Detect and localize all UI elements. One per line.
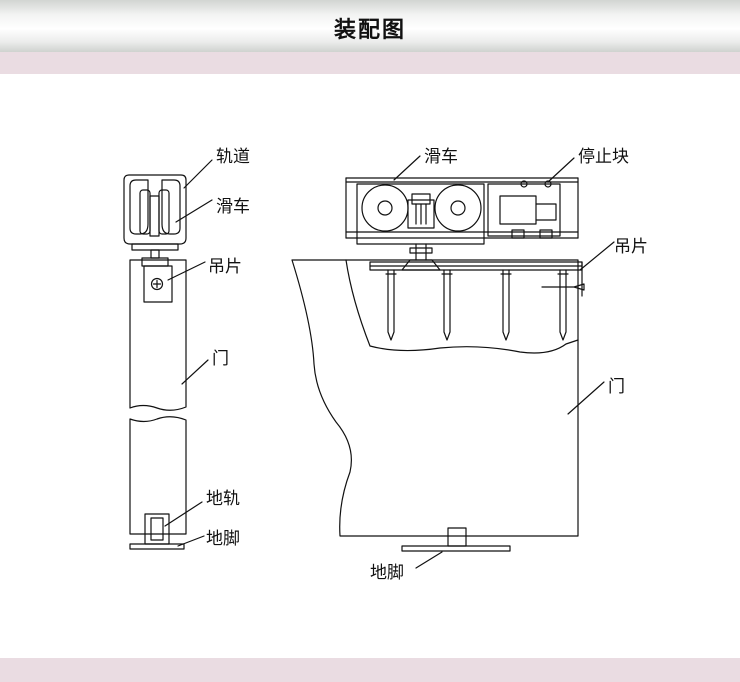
assembly-diagram: 轨道 滑车 吊片 门 地轨 地脚 (123, 147, 648, 583)
pulley-axle (149, 195, 160, 237)
floor-foot-post (447, 527, 467, 547)
door-break-line (345, 259, 579, 354)
label-door-left: 门 (212, 349, 229, 369)
pulley-center-block (407, 199, 435, 229)
track-profile (123, 174, 187, 245)
pulley-wheel-front-left (361, 184, 409, 232)
hanger-plate (143, 265, 173, 303)
floor-foot-plate (401, 545, 511, 552)
left-section-view: 轨道 滑车 吊片 门 地轨 地脚 (123, 147, 250, 550)
label-floor-foot-right: 地脚 (370, 563, 404, 583)
side-screw (541, 283, 585, 291)
label-hanger-left: 吊片 (208, 257, 242, 277)
pulley-carriage (356, 183, 485, 245)
floor-foot-base (129, 543, 185, 550)
label-track: 轨道 (216, 147, 250, 167)
bottom-band (0, 658, 740, 682)
hanger-bracket (141, 257, 169, 267)
hanger-screws (385, 269, 569, 341)
track-inner-profile-right (161, 179, 181, 235)
label-hanger-right: 吊片 (614, 237, 648, 257)
top-band (0, 52, 740, 74)
label-stop-block: 停止块 (578, 147, 629, 167)
stop-block (487, 183, 561, 237)
hanger-screw (150, 277, 164, 291)
pulley-wheel-front-right (434, 184, 482, 232)
floor-rail-inner (150, 517, 164, 541)
pulley-bolt (150, 249, 160, 259)
track-flange (131, 243, 179, 251)
pulley-wheel-right (158, 189, 170, 235)
label-pulley-right: 滑车 (424, 147, 458, 167)
label-pulley-left: 滑车 (216, 197, 250, 217)
label-floor-foot-left: 地脚 (206, 529, 240, 549)
label-floor-rail: 地轨 (206, 489, 240, 509)
header-bar: 装配图 (0, 0, 740, 52)
door-upper-section (129, 259, 187, 411)
track-inner-profile (129, 179, 149, 235)
door-panel (291, 259, 579, 537)
right-front-view: 滑车 停止块 吊片 门 地脚 (291, 147, 648, 583)
door-lower-section (129, 416, 187, 535)
page-title: 装配图 (333, 18, 406, 43)
label-door-right: 门 (608, 377, 625, 397)
